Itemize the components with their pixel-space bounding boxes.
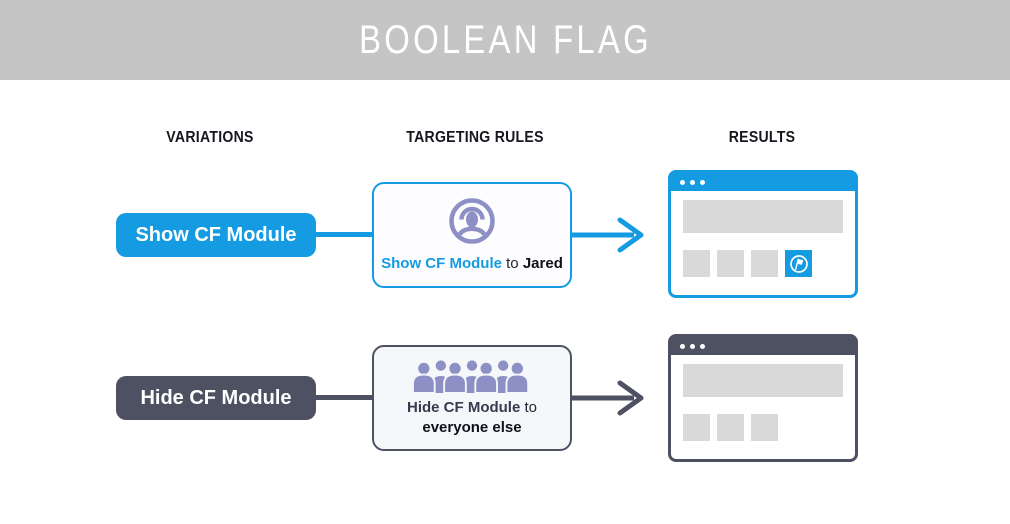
rule-audience: everyone else <box>422 418 522 436</box>
column-header-variations: VARIATIONS <box>166 129 254 146</box>
column-header-results: RESULTS <box>728 129 796 146</box>
variation-pill-show-cf-module: Show CF Module <box>116 213 316 257</box>
content-placeholder-banner <box>683 364 843 397</box>
rule-text-show: Show CF Module to Jared <box>381 254 563 274</box>
cf-module-tile <box>785 250 812 277</box>
arrow-right-dark <box>572 380 644 416</box>
result-browser-show <box>668 170 858 298</box>
title-banner: BOOLEAN FLAG <box>0 0 1010 80</box>
page-title: BOOLEAN FLAG <box>358 17 652 62</box>
window-dot <box>700 343 705 349</box>
rule-connector-word: to <box>524 398 537 416</box>
rule-text-hide: Hide CF Module to everyone else <box>407 398 537 438</box>
browser-titlebar <box>671 337 855 355</box>
arrow-right-blue <box>572 217 644 253</box>
column-header-targeting-rules: TARGETING RULES <box>406 129 544 146</box>
window-dot <box>680 343 685 349</box>
connector-line-hide <box>314 395 376 400</box>
variation-pill-label: Hide CF Module <box>140 386 292 409</box>
content-placeholder-row <box>683 414 778 441</box>
rule-audience: Jared <box>522 254 563 272</box>
content-placeholder-row <box>683 250 812 277</box>
content-placeholder-banner <box>683 200 843 233</box>
rule-flag-name: Show CF Module <box>381 254 502 272</box>
targeting-rule-card-hide: Hide CF Module to everyone else <box>372 345 572 451</box>
content-placeholder-square <box>717 250 744 277</box>
content-placeholder-square <box>683 250 710 277</box>
single-user-icon <box>448 197 496 245</box>
window-dot <box>700 179 705 185</box>
content-placeholder-square <box>751 250 778 277</box>
variation-pill-hide-cf-module: Hide CF Module <box>116 376 316 420</box>
variation-pill-label: Show CF Module <box>135 223 297 246</box>
window-dot <box>690 343 695 349</box>
result-browser-hide <box>668 334 858 462</box>
targeting-rule-card-show: Show CF Module to Jared <box>372 182 572 288</box>
connector-line-show <box>314 232 376 237</box>
window-dot <box>680 179 685 185</box>
rule-flag-name: Hide CF Module <box>406 398 521 416</box>
rule-connector-word: to <box>506 254 519 272</box>
content-placeholder-square <box>717 414 744 441</box>
content-placeholder-square <box>683 414 710 441</box>
window-dot <box>690 179 695 185</box>
crowd-icon <box>408 359 536 394</box>
browser-titlebar <box>671 173 855 191</box>
flag-icon <box>789 254 808 273</box>
content-placeholder-square <box>751 414 778 441</box>
